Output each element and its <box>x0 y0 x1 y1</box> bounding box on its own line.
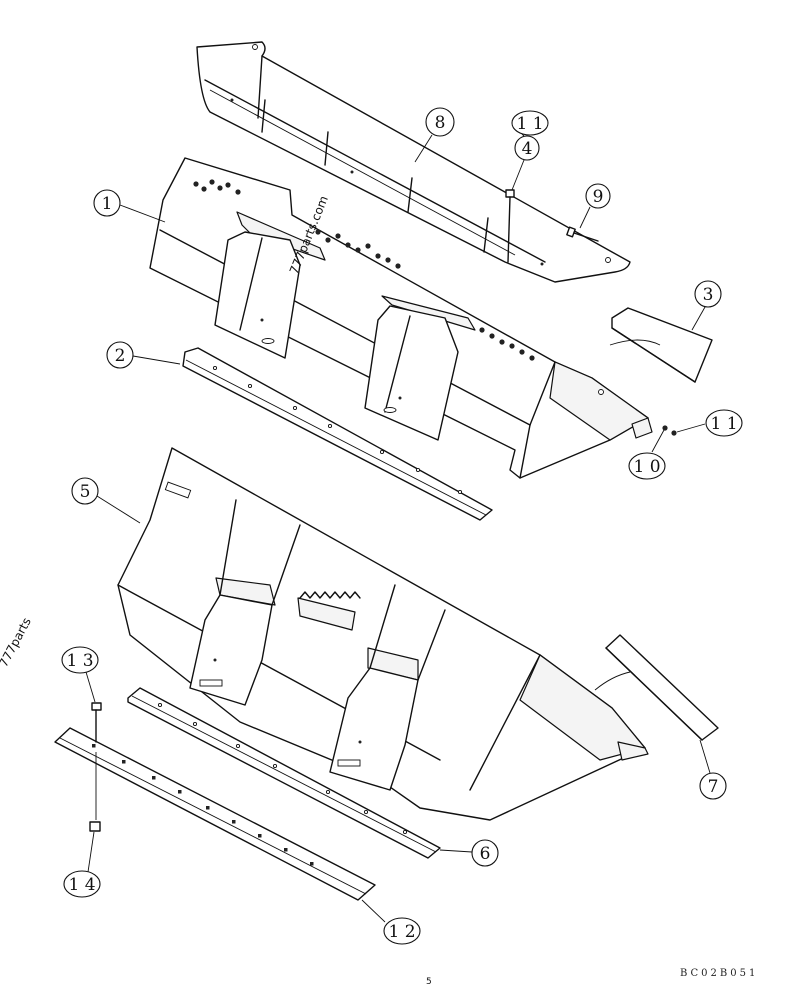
callout-11-right: 1 1 <box>676 409 743 437</box>
callout-2: 2 <box>106 341 181 369</box>
part-lower-bucket <box>117 447 649 821</box>
part-upper-bucket <box>149 157 653 479</box>
part-spill-guard <box>196 41 631 283</box>
callout-14: 1 4 <box>63 831 101 898</box>
hardware-nut-14 <box>89 821 101 832</box>
part-lower-cutting-edge <box>127 687 441 859</box>
upper-bucket-hole-row <box>193 179 535 361</box>
callout-7: 7 <box>699 739 727 800</box>
part-upper-side-plate <box>609 307 713 383</box>
callout-5: 5 <box>71 477 141 524</box>
hardware-bolt-13 <box>91 702 102 820</box>
callout-label: 5 <box>80 482 91 502</box>
callout-13: 1 3 <box>61 646 99 703</box>
callout-11-top: 1 1 <box>511 110 549 137</box>
callout-label: 8 <box>435 113 446 133</box>
callout-label: 7 <box>708 777 719 797</box>
callout-12: 1 2 <box>361 899 421 945</box>
hardware-bolt-9 <box>566 226 599 242</box>
watermark-edge: 777parts <box>0 615 34 669</box>
callout-label: 1 1 <box>516 114 543 134</box>
part-bolt-on-edge <box>54 727 376 901</box>
callout-label: 1 2 <box>388 922 415 942</box>
callout-label: 3 <box>703 285 714 305</box>
callout-1: 1 <box>93 189 166 223</box>
drawing-code: BC02B051 <box>680 968 758 979</box>
page-mark: 5 <box>426 977 432 985</box>
callout-label: 6 <box>480 844 491 864</box>
callout-label: 9 <box>593 187 604 207</box>
callout-label: 1 <box>102 194 113 214</box>
callout-4: 4 <box>511 135 540 191</box>
hardware-nut-10-11 <box>662 425 677 436</box>
callout-8: 8 <box>414 107 455 163</box>
callout-label: 1 3 <box>66 651 93 671</box>
part-lower-side-strip <box>605 634 719 741</box>
callout-9: 9 <box>579 183 611 229</box>
callout-6: 6 <box>439 839 499 867</box>
hardware-bolt-4 <box>505 189 515 263</box>
callout-label: 1 4 <box>68 875 95 895</box>
callout-label: 1 1 <box>710 414 737 434</box>
callout-label: 1 0 <box>633 457 660 477</box>
callout-label: 4 <box>522 139 533 159</box>
part-upper-cutting-edge <box>182 347 493 521</box>
callout-3: 3 <box>691 280 722 331</box>
callout-label: 2 <box>115 346 126 366</box>
callout-10: 1 0 <box>628 429 666 480</box>
